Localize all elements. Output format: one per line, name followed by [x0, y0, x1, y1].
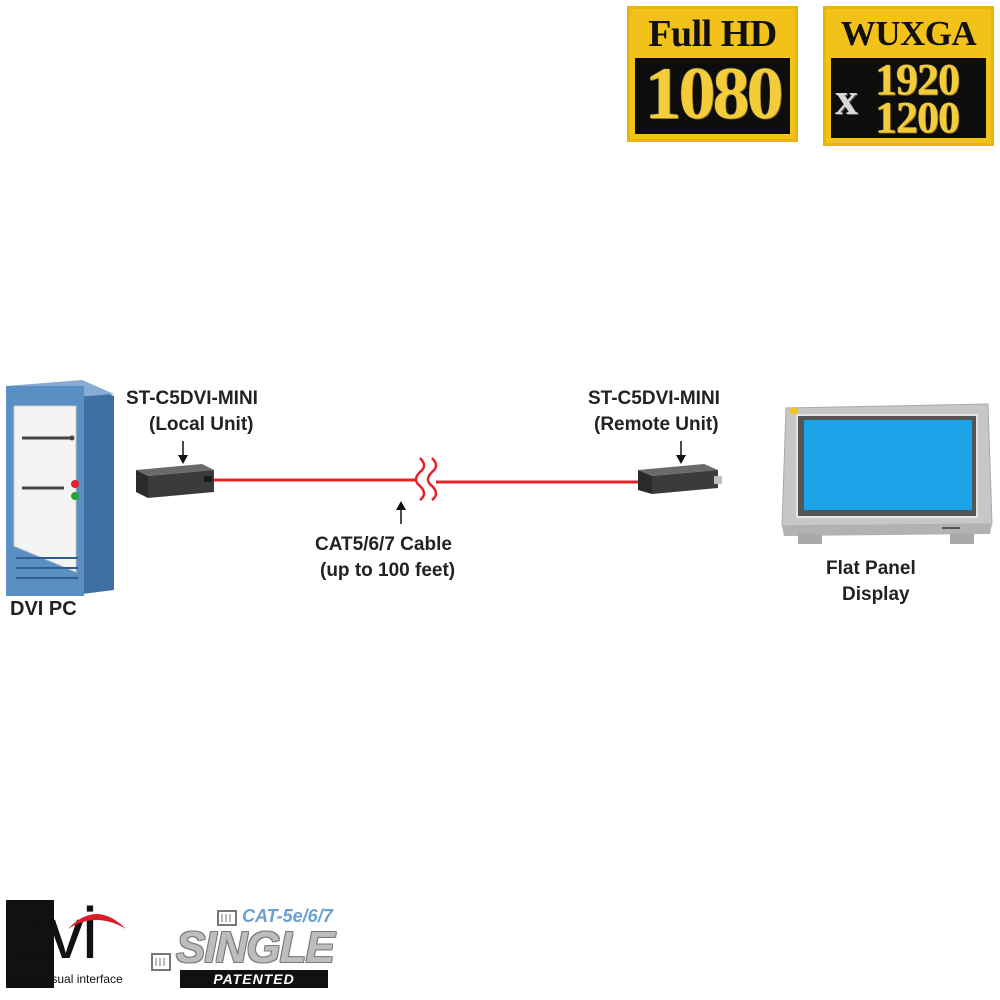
dvi-logo-mark: dvi [10, 894, 98, 974]
single-logo-standard: CAT-5e/6/7 [242, 906, 333, 926]
dvi-logo-tagline: digital visual interface [8, 972, 123, 986]
wuxga-badge-title: WUXGA [840, 14, 977, 53]
ethernet-plug-icon [151, 953, 171, 971]
cable-length-label: (up to 100 feet) [320, 560, 456, 581]
display-label-line2: Display [842, 584, 910, 605]
remote-unit-arrow-icon [676, 441, 686, 464]
cable-type-label: CAT5/6/7 Cable [315, 534, 452, 555]
wuxga-badge-width: 1920 [875, 55, 960, 104]
single-logo-note: PATENTED [180, 970, 328, 988]
full-hd-badge-title: Full HD [648, 13, 777, 55]
flat-panel-display-icon [781, 403, 993, 544]
remote-unit-device-icon [638, 464, 722, 494]
ethernet-plug-icon [217, 910, 237, 926]
cable-break-mark-icon [426, 457, 438, 501]
remote-unit-role: (Remote Unit) [594, 414, 719, 435]
wuxga-badge: WUXGA x 1920 1200 [823, 6, 994, 146]
wuxga-badge-times: x [835, 73, 858, 124]
full-hd-badge: Full HD 1080 [627, 6, 798, 142]
cable-break-mark-icon [414, 457, 426, 501]
wuxga-badge-height: 1200 [875, 93, 960, 142]
remote-unit-model: ST-C5DVI-MINI [588, 388, 720, 409]
full-hd-badge-panel: 1080 [635, 53, 790, 135]
single-cable-logo: CAT-5e/6/7 SINGLE PATENTED [150, 906, 335, 988]
dvi-eye-swoosh-icon [68, 914, 126, 929]
local-unit-device-icon [136, 464, 214, 498]
dvi-pc-icon [6, 380, 114, 596]
local-unit-arrow-icon [178, 441, 188, 464]
single-logo-word: SINGLE [176, 923, 335, 972]
dvi-logo [6, 900, 54, 988]
cable-arrow-icon [396, 501, 406, 524]
local-unit-model: ST-C5DVI-MINI [126, 388, 258, 409]
display-label-line1: Flat Panel [826, 558, 916, 579]
full-hd-badge-value: 1080 [644, 53, 784, 135]
wuxga-badge-panel: x 1920 1200 [831, 55, 986, 142]
pc-label: DVI PC [10, 598, 77, 620]
local-unit-role: (Local Unit) [149, 414, 254, 435]
